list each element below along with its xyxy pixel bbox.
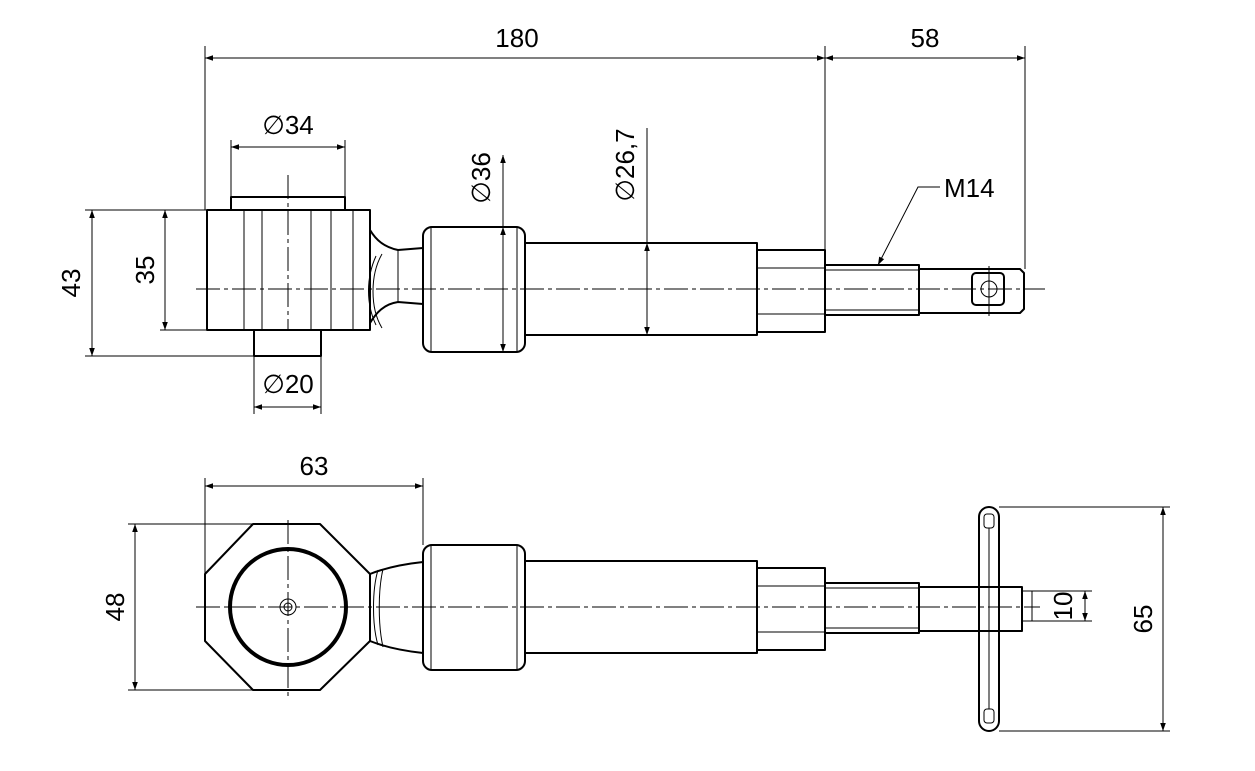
side-view-dimensions: 180 58 ∅34 ∅36 ∅26,7 M14 43 35 ∅20 (56, 23, 1026, 414)
plan-view-dimensions: 63 48 10 65 (100, 451, 1170, 732)
octagon-head (204, 523, 371, 691)
neck (369, 229, 424, 324)
dim-head-diameter: ∅34 (262, 110, 314, 140)
plan-step (756, 567, 826, 651)
dim-tip-width: 10 (1048, 592, 1078, 621)
dim-thread: M14 (944, 173, 995, 203)
side-view (196, 175, 1045, 357)
dim-spigot-diameter: ∅20 (262, 369, 314, 399)
dim-tip-length: 58 (911, 23, 940, 53)
plan-thread-section (824, 582, 920, 634)
collar (422, 226, 526, 353)
dim-head-height-outer: 43 (56, 269, 86, 298)
dim-head-width: 63 (300, 451, 329, 481)
dim-handle-length: 65 (1128, 605, 1158, 634)
tip (918, 268, 1025, 314)
thread-section (824, 264, 920, 316)
dim-overall-length: 180 (495, 23, 538, 53)
spigot (253, 329, 322, 357)
plan-view (196, 506, 1040, 732)
cross-handle (978, 506, 1000, 732)
plan-collar (422, 544, 526, 671)
dim-head-depth: 48 (100, 593, 130, 622)
step (756, 249, 826, 333)
plan-neck (369, 561, 424, 654)
dim-collar-diameter: ∅36 (466, 152, 496, 204)
dim-head-height-inner: 35 (130, 256, 160, 285)
plan-tip (918, 586, 1023, 632)
dim-shaft-diameter: ∅26,7 (610, 128, 640, 201)
